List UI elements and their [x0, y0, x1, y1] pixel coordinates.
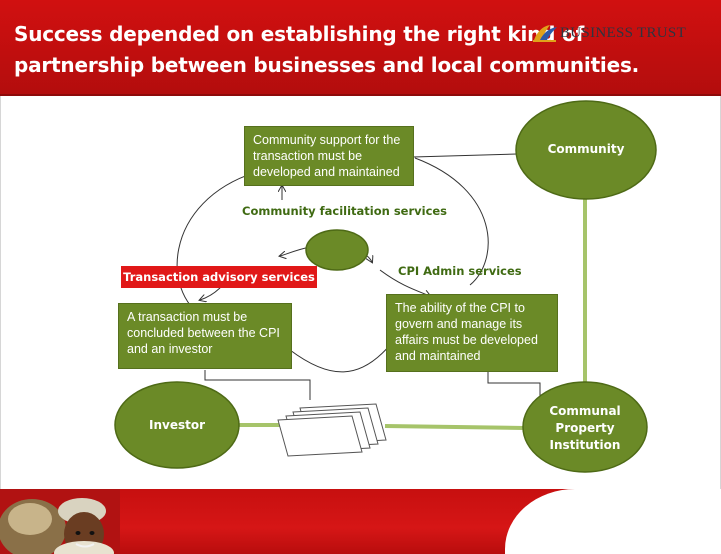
slide-footer — [0, 489, 721, 554]
document-stack-icon — [277, 403, 387, 457]
person-photo — [0, 489, 120, 554]
process-cycle-loop — [176, 170, 261, 321]
cpi-ability-box: The ability of the CPI to govern and man… — [386, 294, 558, 372]
community-support-box: Community support for the transaction mu… — [244, 126, 414, 186]
green-connector-docs-cpi — [384, 424, 525, 430]
business-trust-logo: BUSINESS TRUST — [532, 22, 712, 48]
cpi-ellipse — [522, 381, 648, 473]
transaction-box: A transaction must be concluded between … — [118, 303, 292, 369]
community-ellipse — [515, 100, 657, 200]
brand-name: BUSINESS TRUST — [560, 25, 687, 41]
connector-transaction-document — [204, 370, 311, 400]
slide-header: Success depended on establishing the rig… — [0, 0, 721, 96]
footer-brand-panel — [505, 489, 721, 554]
center-ellipse — [305, 229, 369, 271]
process-cycle-loop-right — [414, 157, 489, 286]
business-trust-emblem-icon — [533, 25, 557, 42]
transaction-advisory-label: Transaction advisory services — [121, 266, 317, 288]
cpi-admin-label: CPI Admin services — [398, 264, 522, 278]
connector-ability-cpi — [487, 372, 541, 403]
investor-ellipse — [114, 381, 240, 469]
slide-title: Success depended on establishing the rig… — [14, 22, 640, 77]
connector-support-community — [412, 153, 518, 158]
community-label: Community — [547, 142, 625, 156]
community-facilitation-label: Community facilitation services — [242, 204, 448, 218]
process-cycle-loop-bottom — [289, 344, 391, 373]
investor-label: Investor — [148, 418, 205, 432]
cpi-label: Communal Property Institution — [549, 404, 621, 452]
